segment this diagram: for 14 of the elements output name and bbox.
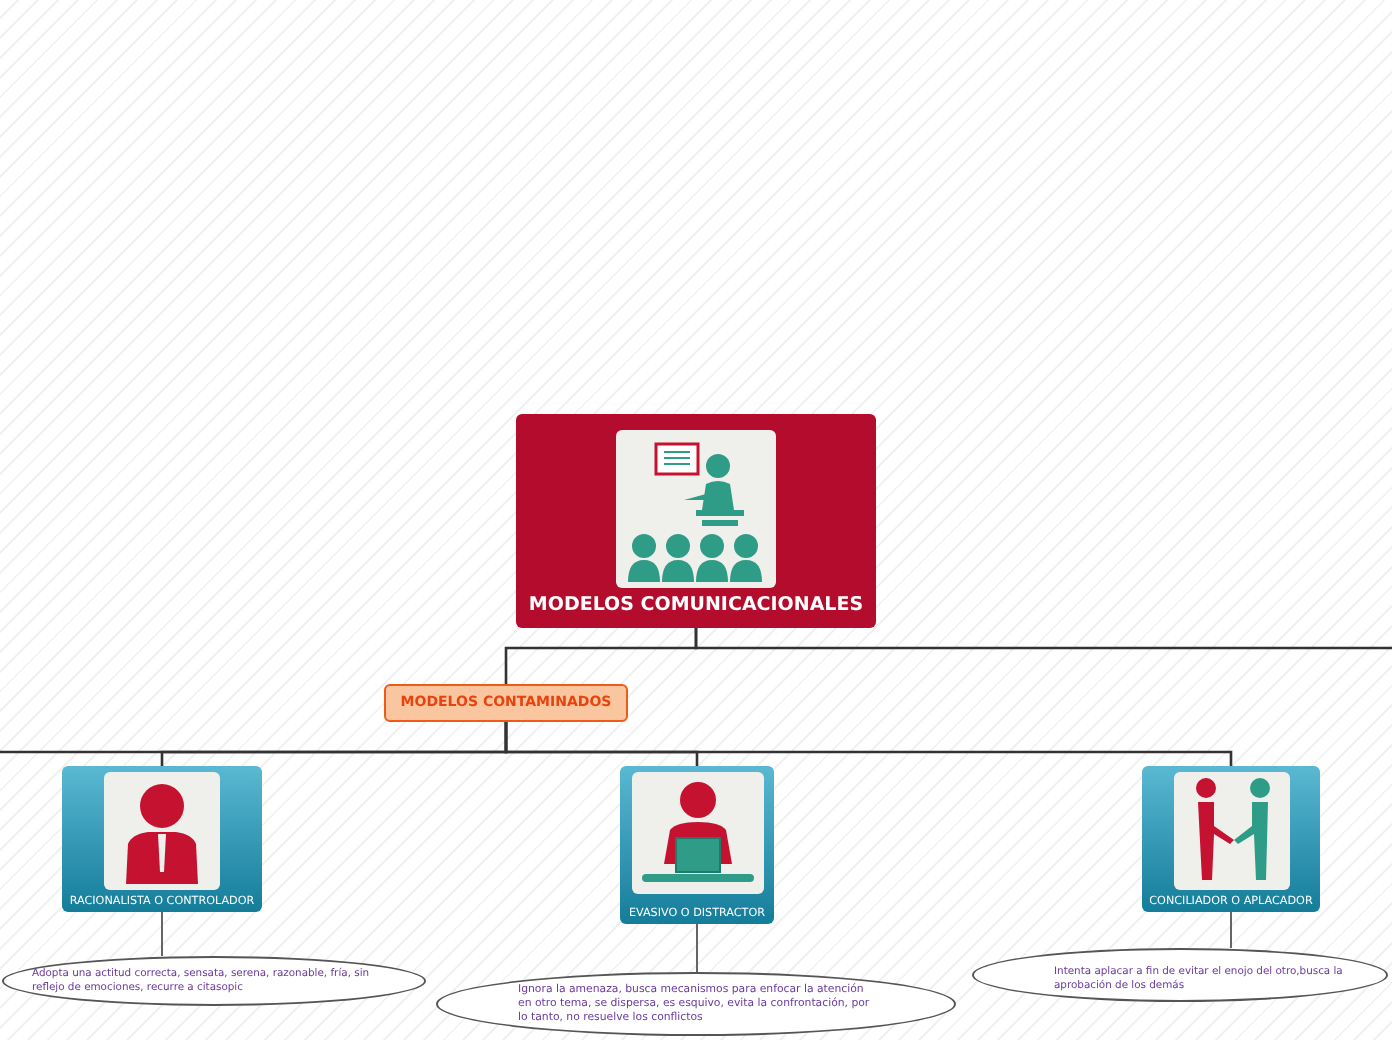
subtopic-box: [384, 684, 628, 722]
topic-card: [516, 414, 876, 628]
connector-line: [694, 628, 1392, 650]
connector-line: [1230, 911, 1232, 949]
note-ellipse: [436, 972, 956, 1036]
note-ellipse: [972, 948, 1388, 1002]
connector-line: [161, 911, 163, 957]
topic-title: MODELOS COMUNICACIONALES: [526, 594, 866, 616]
topic-card: [62, 766, 262, 912]
topic-card: [620, 766, 774, 924]
connector-line: [504, 722, 1233, 766]
note-ellipse: [2, 956, 426, 1006]
topic-card: [1142, 766, 1320, 912]
connector-line: [696, 923, 698, 973]
